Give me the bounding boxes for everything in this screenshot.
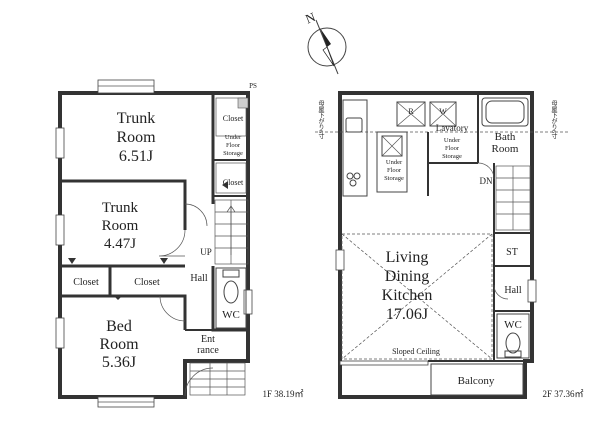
bed-room-title-a: Bed [106, 318, 132, 335]
trunk-room-2-title-b: Room [102, 218, 139, 234]
entrance-label-a: Ent [201, 334, 215, 345]
ldk-title-a: Living [386, 249, 429, 266]
stairs-dn-label: DN [480, 176, 493, 186]
stairs-up-label: UP [200, 247, 212, 257]
wc-1-label: WC [222, 309, 240, 321]
trunk-room-2-size: 4.47J [104, 236, 136, 252]
closet-top-label: Closet [223, 114, 244, 123]
under-floor-storage-1-c: Storage [223, 150, 243, 157]
under-floor-storage-2-a: Under [386, 159, 403, 166]
trunk-room-1-title-b: Room [116, 129, 156, 146]
trunk-room-1-size: 6.51J [119, 148, 153, 165]
under-floor-storage-1-a: Under [225, 134, 242, 141]
floor-1: Trunk Room 6.51J Trunk Room 4.47J Bed Ro… [55, 79, 304, 408]
bath-room-title-a: Bath [495, 131, 516, 143]
bath-room-title-b: Room [492, 143, 519, 155]
compass-north-label: N [303, 9, 318, 27]
trunk-room-1-title-a: Trunk [117, 110, 156, 127]
under-floor-storage-2-b: Floor [387, 167, 402, 174]
bed-room-size: 5.36J [102, 354, 136, 371]
hall-1-label: Hall [190, 273, 207, 284]
wc-2-label: WC [504, 319, 522, 331]
entrance-label-b: rance [197, 345, 219, 356]
floor-2-area: 2F 37.36㎡ [542, 389, 583, 399]
trunk-room-2-title-a: Trunk [102, 200, 139, 216]
ps-label: PS [249, 82, 257, 90]
lavatory-label: Lavatory [436, 123, 469, 133]
bed-room-title-b: Room [99, 336, 139, 353]
balcony-label: Balcony [458, 375, 495, 387]
floor-2: 母屋下がり6寸 母屋下がり6寸 R W [315, 91, 584, 399]
ldk-title-c: Kitchen [382, 287, 433, 304]
closet-left-label: Closet [73, 277, 99, 288]
side-note-left: 母屋下がり6寸 [317, 100, 324, 139]
ldk-title-b: Dining [385, 268, 429, 285]
compass: N [303, 9, 347, 75]
washer-w-label: W [439, 107, 447, 116]
side-note-right: 母屋下がり6寸 [550, 100, 557, 139]
floor-1-area: 1F 38.19㎡ [262, 389, 303, 399]
ldk-size: 17.06J [386, 306, 428, 323]
under-floor-storage-3-b: Floor [445, 145, 460, 152]
under-floor-storage-1-b: Floor [226, 142, 241, 149]
storage-st-label: ST [506, 247, 518, 258]
fridge-r-label: R [408, 107, 414, 116]
hall-2-label: Hall [504, 285, 521, 296]
under-floor-storage-2-c: Storage [384, 175, 404, 182]
closet-right-label: Closet [134, 277, 160, 288]
closet-mid-label: Closet [223, 178, 244, 187]
under-floor-storage-3-c: Storage [442, 153, 462, 160]
under-floor-storage-3-a: Under [444, 137, 461, 144]
sloped-ceiling-label: Sloped Ceiling [392, 347, 440, 356]
